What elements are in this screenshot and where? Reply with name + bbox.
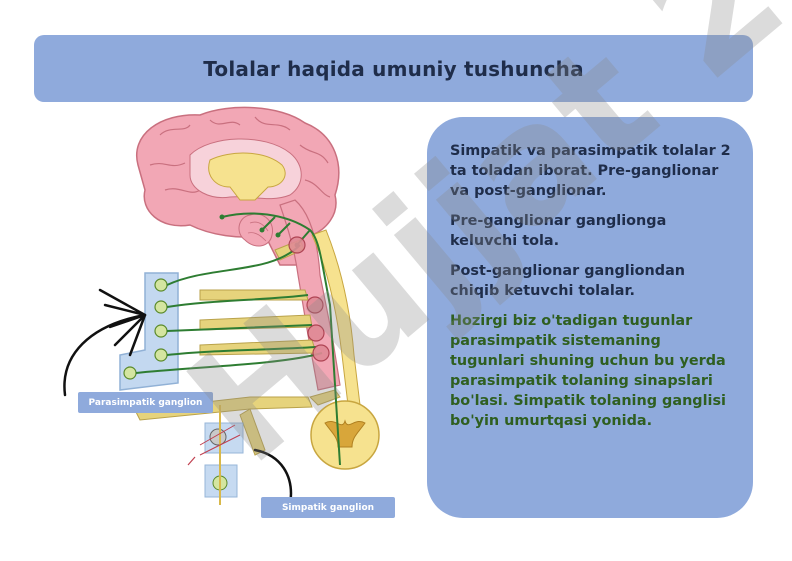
title-bar: Tolalar haqida umuniy tushuncha [34, 35, 753, 102]
paragraph-1: Simpatik va parasimpatik tolalar 2 ta to… [450, 143, 731, 199]
text-panel: Simpatik va parasimpatik tolalar 2 ta to… [427, 117, 753, 518]
parasympathetic-ganglion-block [119, 272, 179, 391]
sympathetic-chain [187, 405, 244, 505]
annotation-arrows [63, 288, 293, 507]
paragraph-2: Pre-ganglionar ganglionga keluvchi tola. [450, 213, 667, 249]
sympathetic-ganglion-label: Simpatik ganglion [261, 497, 395, 518]
parasympathetic-ganglion-label: Parasimpatik ganglion [78, 392, 213, 413]
autonomic-nervous-system-diagram [63, 106, 380, 507]
yellow-nerves [134, 239, 341, 456]
paragraph-4: Hozirgi biz o'tadigan tugunlar parasimpa… [450, 313, 726, 429]
paragraph-3: Post-ganglionar gangliondan chiqib ketuv… [450, 263, 686, 299]
red-ganglia [288, 236, 330, 362]
green-fibers [135, 212, 341, 466]
slide-title: Tolalar haqida umuniy tushuncha [203, 56, 584, 81]
spinal-cord-section [310, 400, 380, 470]
